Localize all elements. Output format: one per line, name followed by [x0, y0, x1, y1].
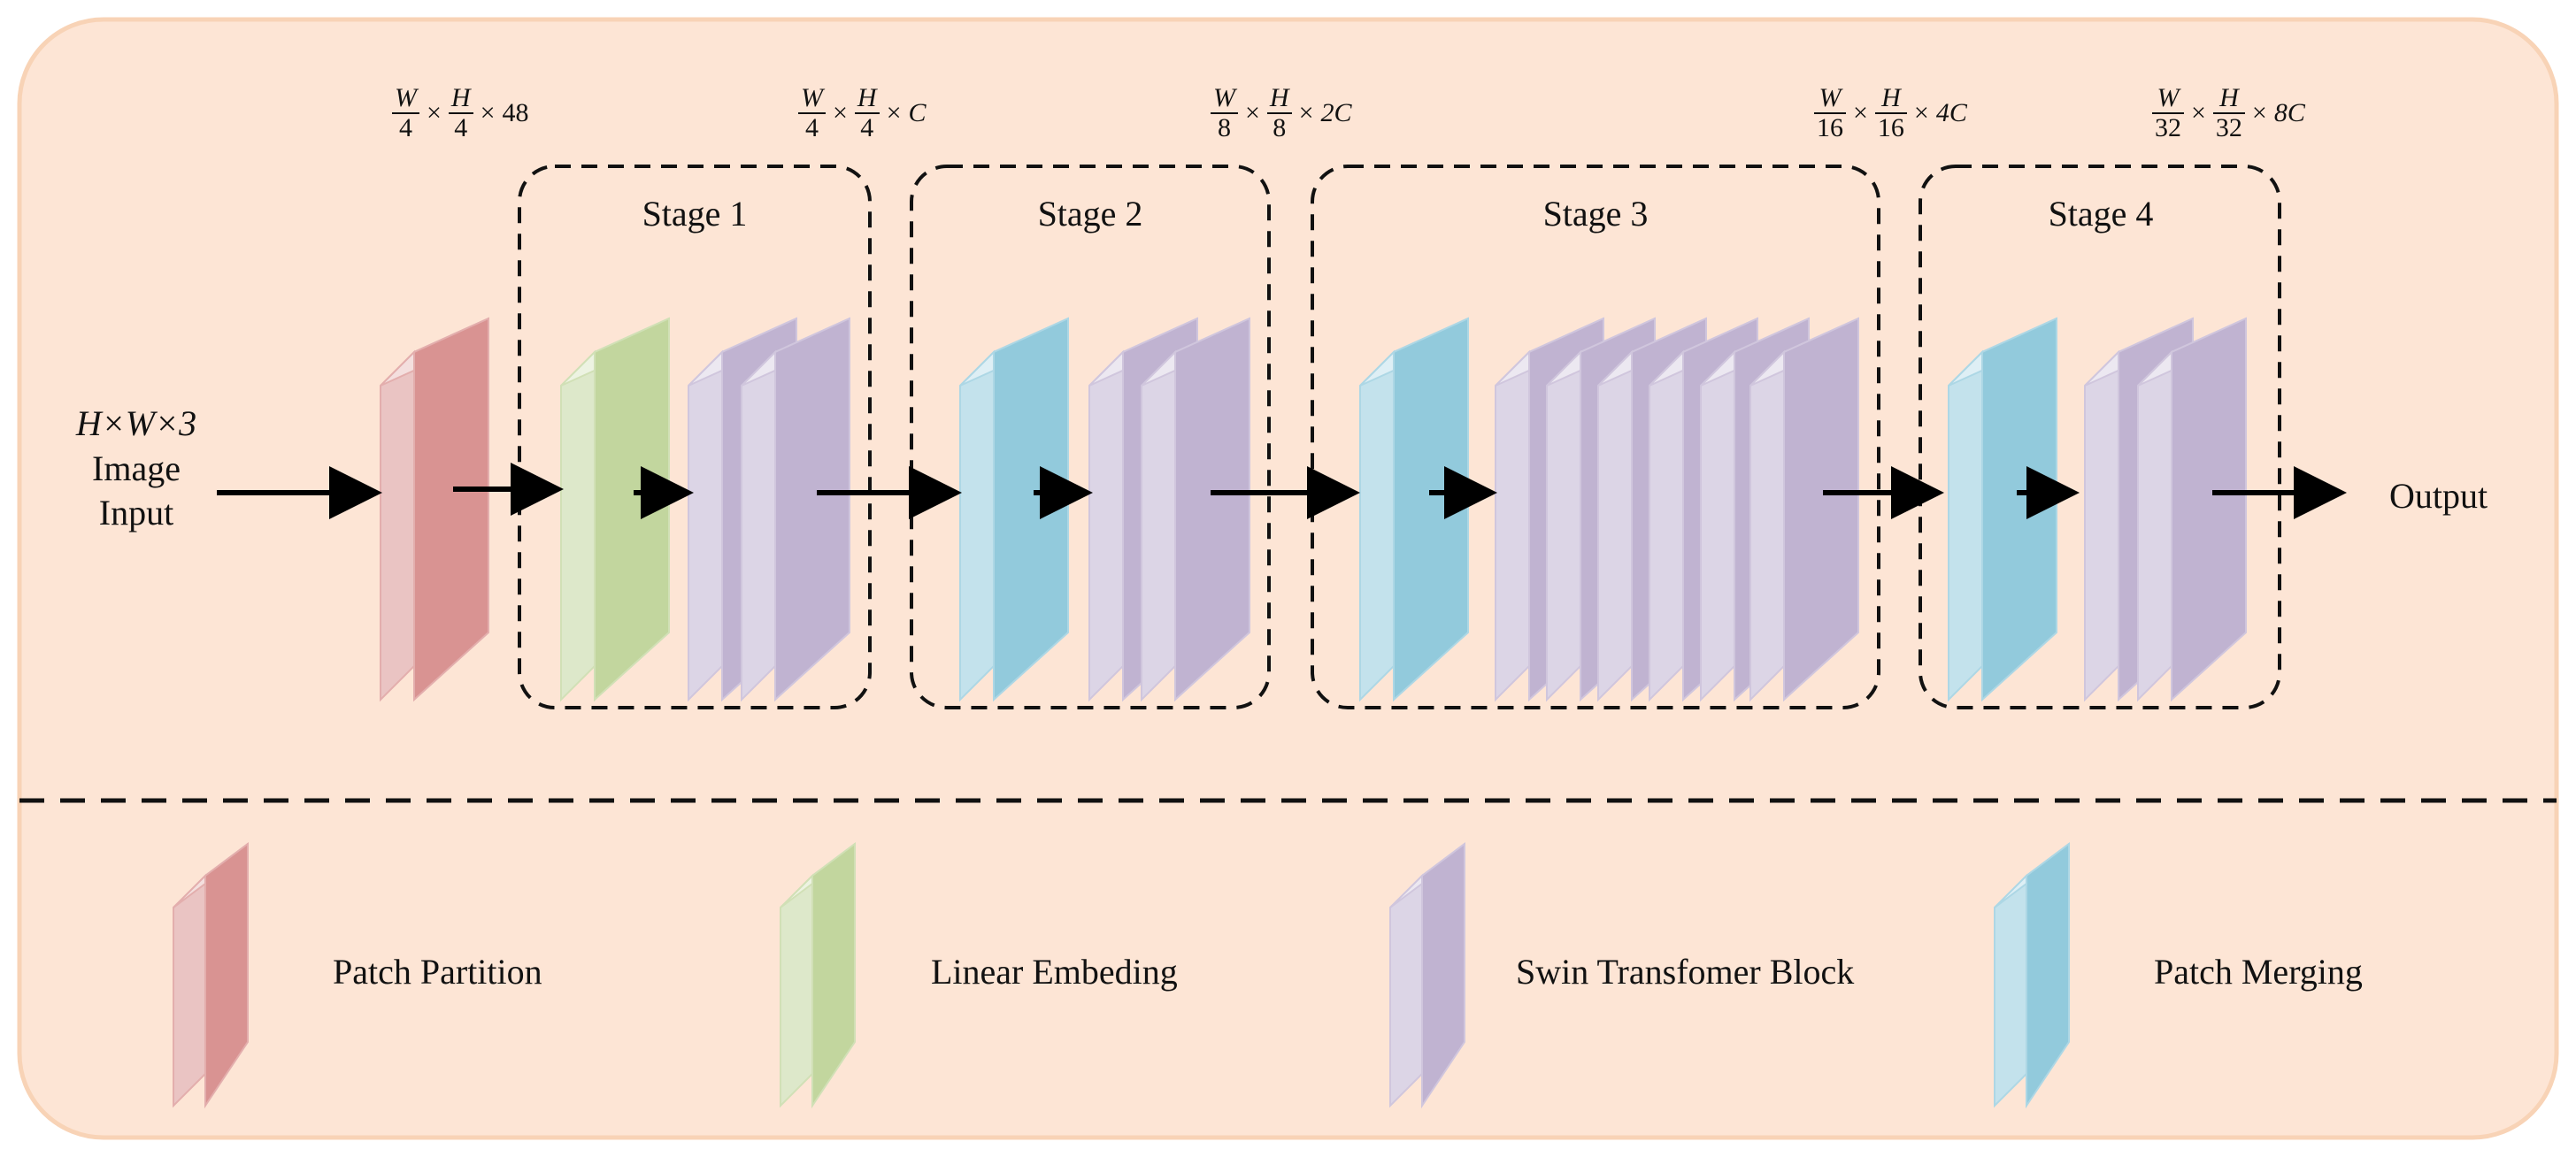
block-stage4-swin-2: [2137, 317, 2247, 702]
dim-4-num-h: H: [1874, 84, 1907, 114]
legend-icon-patch-merging: [1994, 842, 2070, 1109]
dim-5-times-a: ×: [2191, 97, 2206, 127]
dim-3-mult: 2C: [1320, 97, 1352, 127]
legend-label-patch-partition: Patch Partition: [333, 952, 542, 992]
dim-3-times-a: ×: [1245, 97, 1260, 127]
input-line1-label: Image: [92, 448, 181, 488]
dim-5-num-h: H: [2212, 84, 2245, 114]
dim-4-mult: 4C: [1935, 97, 1967, 127]
dim-4-times-b: ×: [1913, 97, 1929, 127]
dim-4-den-w: 16: [1817, 112, 1843, 142]
dim-1-num-h: H: [448, 84, 473, 114]
dim-3-num-h: H: [1266, 84, 1292, 114]
dim-2-num-h: H: [854, 84, 880, 114]
legend-label-patch-merging: Patch Merging: [2154, 952, 2363, 992]
legend-icon-patch-partition: [173, 842, 249, 1109]
block-stage2-swin-2: [1141, 317, 1250, 702]
dim-2-den-w: 4: [805, 112, 819, 142]
dim-5-times-b: ×: [2251, 97, 2267, 127]
dim-3-den-h: 8: [1273, 112, 1287, 142]
legend-icon-linear-embedding: [780, 842, 856, 1109]
dim-4-den-h: 16: [1877, 112, 1904, 142]
stage-3-title: Stage 3: [1542, 194, 1649, 234]
dim-3-den-w: 8: [1218, 112, 1231, 142]
dim-4-times-a: ×: [1853, 97, 1868, 127]
input-line2-label: Input: [98, 493, 174, 533]
block-linear-embedding: [560, 317, 670, 702]
stage-2-box: [910, 165, 1271, 709]
dim-5-den-h: 32: [2215, 112, 2242, 142]
dim-5-den-w: 32: [2155, 112, 2181, 142]
dim-2-times-b: ×: [886, 97, 902, 127]
block-stage3-swin-6: [1749, 317, 1859, 702]
input-shape-label: H×W×3: [75, 403, 197, 443]
dim-2-times-a: ×: [833, 97, 848, 127]
background-panel: [17, 17, 2559, 1140]
dim-5-mult: 8C: [2273, 97, 2305, 127]
block-stage2-merge: [959, 317, 1069, 702]
stage-1-box: [518, 165, 872, 709]
dim-2-num-w: W: [798, 84, 826, 114]
dim-1-times-b: ×: [480, 97, 496, 127]
dim-1-den-w: 4: [399, 112, 412, 142]
legend-icon-swin-block: [1389, 842, 1465, 1109]
block-stage1-swin-2: [741, 317, 850, 702]
block-patch-partition: [380, 317, 489, 702]
dim-3-times-b: ×: [1298, 97, 1314, 127]
dim-3-num-w: W: [1211, 84, 1238, 114]
stage-4-box: [1919, 165, 2281, 709]
stage-4-title: Stage 4: [2048, 194, 2154, 234]
dim-1-times-a: ×: [427, 97, 442, 127]
dim-1-mult: 48: [502, 97, 529, 127]
stage-3-box: [1311, 165, 1880, 709]
stage-2-title: Stage 2: [1037, 194, 1143, 234]
dim-1-den-h: 4: [454, 112, 468, 142]
output-label: Output: [2389, 476, 2488, 516]
dim-4-num-w: W: [1814, 84, 1846, 114]
dim-2-mult: C: [908, 97, 927, 127]
block-stage4-merge: [1948, 317, 2057, 702]
legend-label-linear-embedding: Linear Embeding: [931, 952, 1178, 992]
dim-5-num-w: W: [2152, 84, 2184, 114]
dim-2-den-h: 4: [860, 112, 874, 142]
stage-1-title: Stage 1: [642, 194, 748, 234]
block-stage3-merge: [1359, 317, 1469, 702]
legend-label-swin-block: Swin Transfomer Block: [1516, 952, 1855, 992]
dim-1-num-w: W: [392, 84, 419, 114]
